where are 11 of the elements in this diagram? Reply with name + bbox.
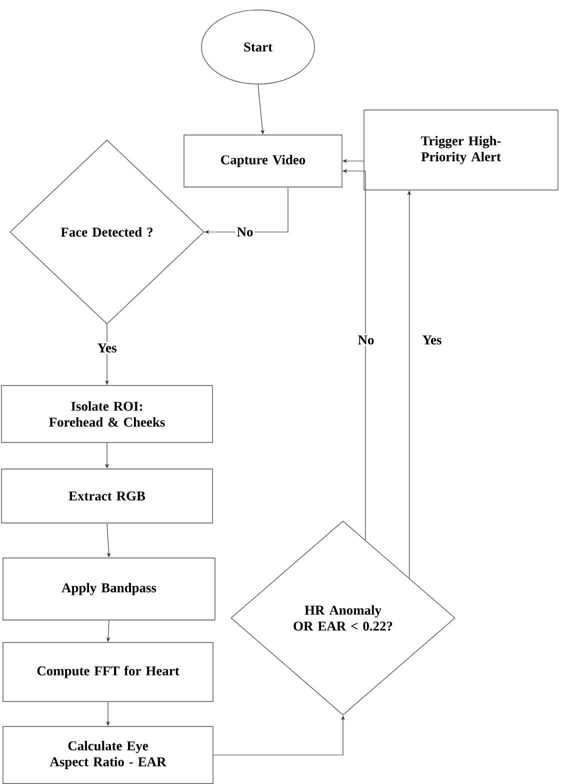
process-box: Compute FFT for Heart — [2, 642, 214, 702]
process-box: Trigger High-Priority Alert — [364, 110, 558, 190]
edge-label: Yes — [96, 342, 118, 354]
process-box: Extract RGB — [1, 468, 213, 524]
edge-label: Yes — [420, 334, 444, 346]
process-box: Isolate ROI: Forehead & Cheeks — [1, 385, 213, 443]
process-box: Calculate Eye Aspect Ratio - EAR — [2, 726, 214, 784]
process-box: Capture Video — [184, 134, 342, 188]
edge-label: No — [356, 334, 376, 346]
edge-label: No — [235, 226, 255, 238]
process-box: Apply Bandpass — [2, 558, 216, 620]
